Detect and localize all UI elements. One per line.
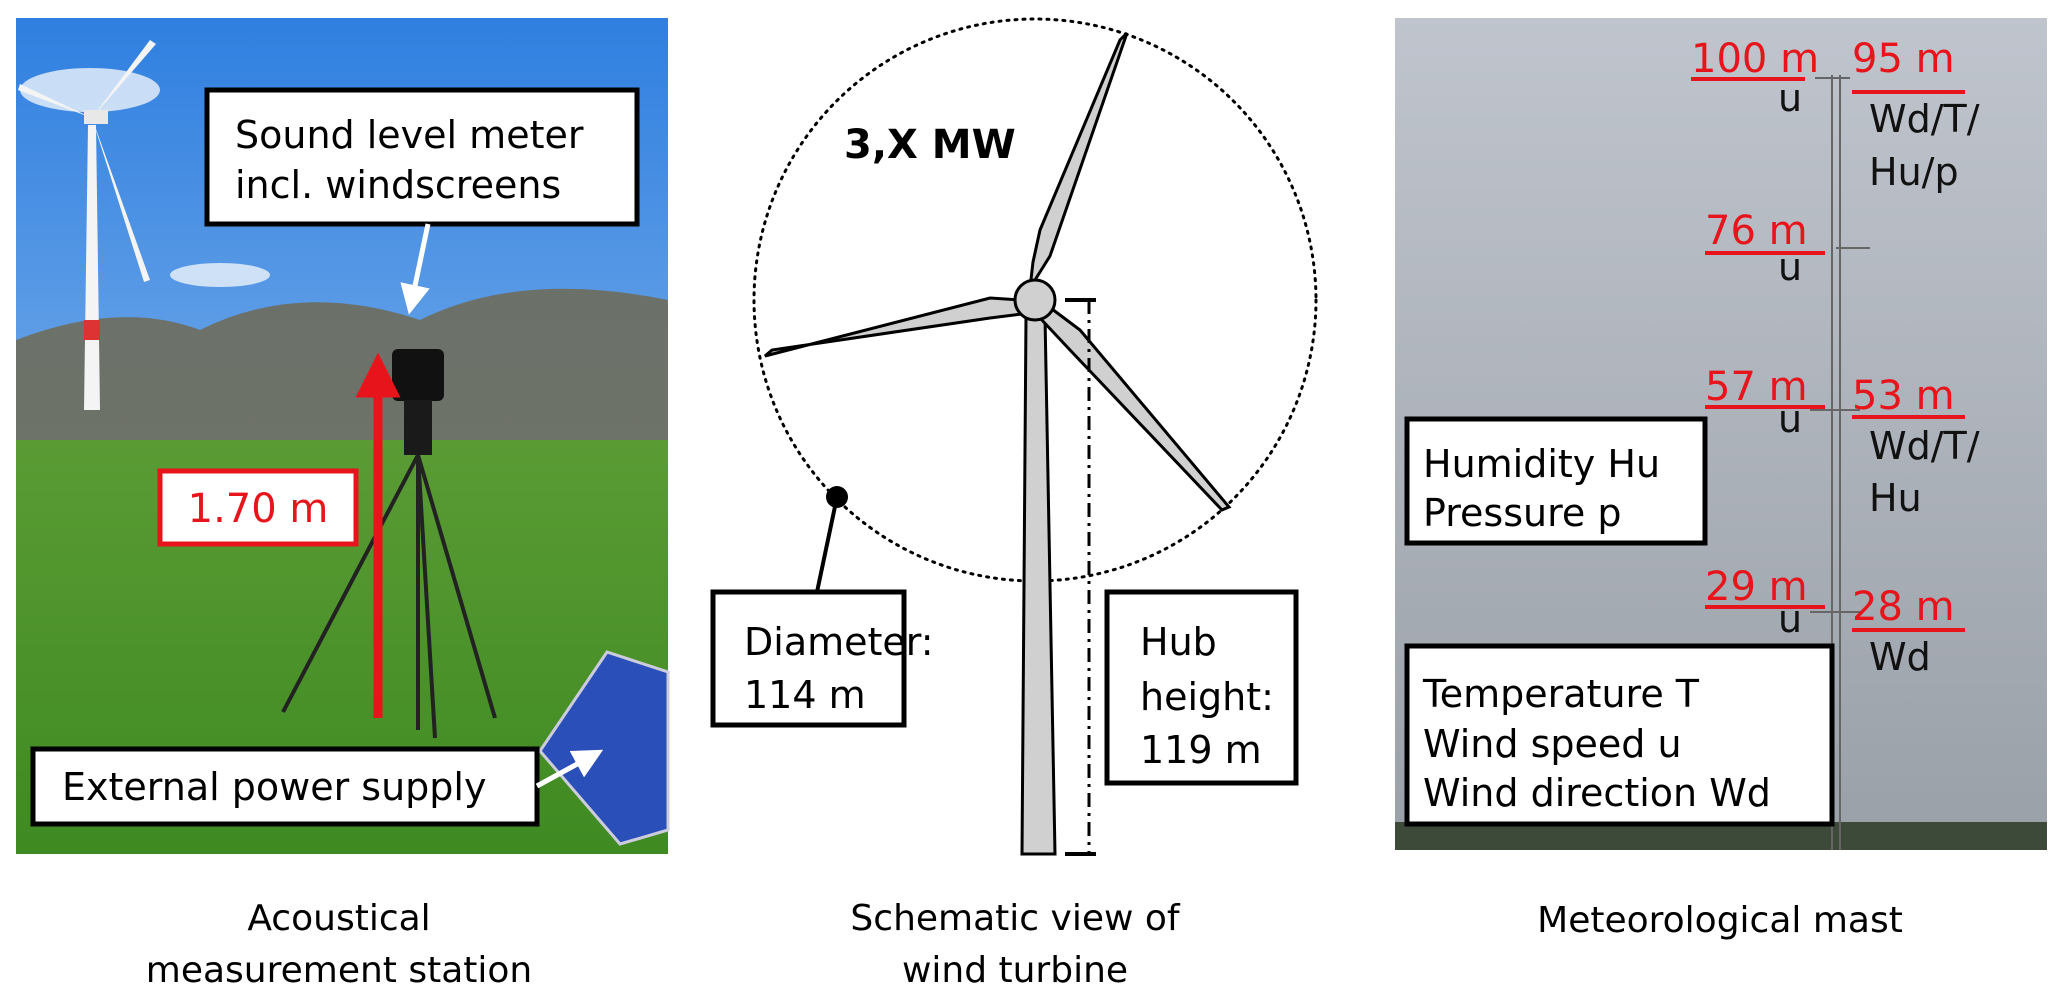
legend-temperature-box bbox=[1404, 643, 1835, 827]
power-rating: 3,X MW bbox=[844, 122, 1016, 168]
trees bbox=[16, 288, 668, 470]
sound-meter-label-box bbox=[204, 87, 640, 227]
sensor-28: Wd bbox=[1869, 635, 1931, 679]
caption-turbine-line1: Schematic view of bbox=[850, 898, 1180, 939]
solar-panel bbox=[538, 650, 670, 846]
hub-label-line2: height: bbox=[1140, 675, 1274, 719]
hub-label-line3: 119 m bbox=[1140, 728, 1262, 772]
ground bbox=[1395, 822, 2047, 850]
sensor-u-100: u bbox=[1778, 76, 1802, 120]
sensor-u-57: u bbox=[1778, 397, 1802, 441]
sensor-labels: u Wd/T/ Hu/p u u Wd/T/ Hu u Wd bbox=[1778, 76, 1980, 679]
height-100: 100 m bbox=[1691, 36, 1819, 82]
legend-humidity-box bbox=[1404, 416, 1708, 546]
legend-humidity-line2: Pressure p bbox=[1423, 491, 1621, 535]
sensor-95-line2: Hu/p bbox=[1869, 150, 1959, 194]
height-29: 29 m bbox=[1705, 564, 1808, 610]
caption-acoustic-line2: measurement station bbox=[146, 950, 533, 991]
power-label: External power supply bbox=[62, 765, 486, 809]
legend-temp-line2: Wind speed u bbox=[1423, 722, 1682, 766]
acoustic-station-photo: Sound level meter incl. windscreens 1.70… bbox=[16, 18, 670, 854]
caption-turbine-line2: wind turbine bbox=[902, 950, 1128, 991]
diameter-label-box bbox=[710, 589, 907, 728]
height-label-box bbox=[157, 468, 359, 547]
power-label-box bbox=[30, 746, 540, 827]
sound-level-meter-icon bbox=[392, 349, 444, 455]
sensor-u-76: u bbox=[1778, 245, 1802, 289]
hub bbox=[1013, 278, 1057, 322]
tripod bbox=[281, 454, 497, 739]
turbine-schematic: 3,X MW Diameter: 114 m Hub height: 119 m bbox=[710, 17, 1318, 856]
height-28: 28 m bbox=[1852, 584, 1955, 630]
hub-height-label-box bbox=[1104, 589, 1299, 786]
met-mast-photo: 100 m 95 m 76 m 57 m 53 m 29 m 28 m u Wd… bbox=[1395, 18, 2047, 850]
height-76: 76 m bbox=[1705, 208, 1808, 254]
sound-meter-label-line1: Sound level meter bbox=[235, 113, 584, 157]
sound-meter-label-line2: incl. windscreens bbox=[235, 163, 561, 207]
diameter-label-line1: Diameter: bbox=[744, 620, 934, 664]
height-95: 95 m bbox=[1852, 36, 1955, 82]
height-53: 53 m bbox=[1852, 373, 1955, 419]
tower bbox=[1020, 314, 1057, 856]
legend-temp-line1: Temperature T bbox=[1422, 672, 1700, 716]
arrow-to-panel bbox=[535, 749, 604, 789]
legend-humidity-line1: Humidity Hu bbox=[1423, 442, 1660, 486]
hub-label-line1: Hub bbox=[1140, 620, 1217, 664]
sensor-95-line1: Wd/T/ bbox=[1869, 97, 1980, 141]
height-labels: 100 m 95 m 76 m 57 m 53 m 29 m 28 m bbox=[1691, 36, 1965, 632]
height-57: 57 m bbox=[1705, 364, 1808, 410]
sensor-53-line2: Hu bbox=[1869, 476, 1922, 520]
caption-acoustic-line1: Acoustical bbox=[247, 898, 430, 939]
caption-mast: Meteorological mast bbox=[1537, 900, 1903, 941]
blades bbox=[764, 31, 1232, 512]
height-label: 1.70 m bbox=[188, 486, 329, 532]
sensor-u-29: u bbox=[1778, 597, 1802, 641]
arrow-to-meter bbox=[400, 223, 431, 315]
sensor-53-line1: Wd/T/ bbox=[1869, 424, 1980, 468]
background-wind-turbine-icon bbox=[18, 40, 156, 410]
legend-temp-line3: Wind direction Wd bbox=[1423, 771, 1771, 815]
diameter-label-line2: 114 m bbox=[744, 673, 866, 717]
